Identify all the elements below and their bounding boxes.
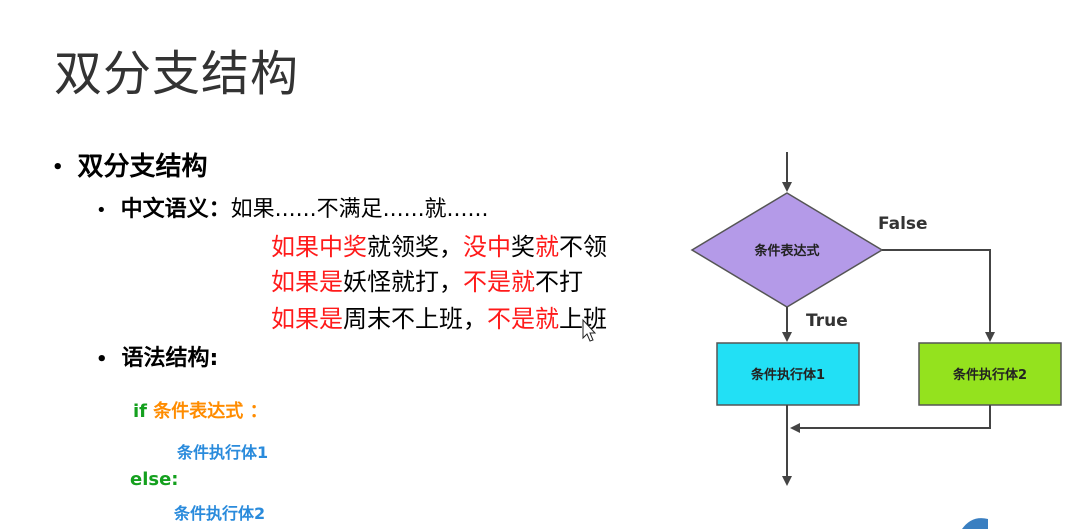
- semantics-value: 如果......不满足......就......: [230, 197, 489, 222]
- code-body-1: 条件执行体1: [177, 443, 269, 462]
- semantics-line: • 中文语义：如果......不满足......就......: [96, 191, 489, 223]
- example-text: 不领: [559, 233, 607, 261]
- bullet-heading: • 双分支结构: [52, 146, 208, 183]
- example-line-2: 如果是妖怪就打，不是就不打: [271, 262, 583, 297]
- bullet-heading-text: 双分支结构: [77, 152, 208, 182]
- execution-box-2: [918, 342, 1062, 406]
- example-red: 如果是: [271, 305, 343, 333]
- bullet-dot: •: [96, 199, 107, 221]
- false-branch-line: [882, 249, 995, 342]
- example-text: 奖: [511, 233, 535, 261]
- syntax-label: 语法结构:: [121, 346, 219, 371]
- box2-merge-line: [790, 405, 991, 433]
- bullet-dot: •: [52, 157, 64, 178]
- example-red: 如果是: [271, 268, 343, 296]
- example-line-3: 如果是周末不上班，不是就上班: [271, 299, 607, 334]
- code-else-keyword: else:: [130, 469, 179, 490]
- example-text: 周末不上班，: [343, 305, 487, 333]
- example-red: 就: [535, 233, 559, 261]
- code-colon: ：: [249, 401, 268, 422]
- mouse-cursor-icon: [582, 318, 597, 342]
- example-red: 没中: [463, 233, 511, 261]
- code-body-2: 条件执行体2: [174, 504, 266, 523]
- example-line-1: 如果中奖就领奖，没中奖就不领: [271, 227, 607, 262]
- execution-box-2-text: 条件执行体2: [953, 367, 1027, 383]
- example-text: 不打: [535, 268, 583, 296]
- syntax-line: • 语法结构:: [96, 340, 218, 372]
- false-label: False: [878, 214, 928, 234]
- example-text: 就领奖，: [367, 233, 463, 261]
- execution-box-1-text: 条件执行体1: [751, 367, 825, 383]
- example-red: 不是就: [487, 305, 559, 333]
- decision-text: 条件表达式: [754, 243, 819, 259]
- page-title: 双分支结构: [54, 46, 300, 102]
- example-red: 不是就: [463, 268, 535, 296]
- code-if-line: if 条件表达式 ：: [133, 397, 268, 423]
- code-if-keyword: if: [133, 401, 148, 422]
- semantics-label: 中文语义：: [120, 197, 231, 222]
- example-text: 妖怪就打，: [343, 268, 463, 296]
- logo-fragment-icon: [958, 515, 988, 529]
- example-red: 如果中奖: [271, 233, 367, 261]
- bullet-dot: •: [96, 348, 108, 370]
- code-condition: 条件表达式: [153, 401, 244, 422]
- true-label: True: [806, 311, 848, 331]
